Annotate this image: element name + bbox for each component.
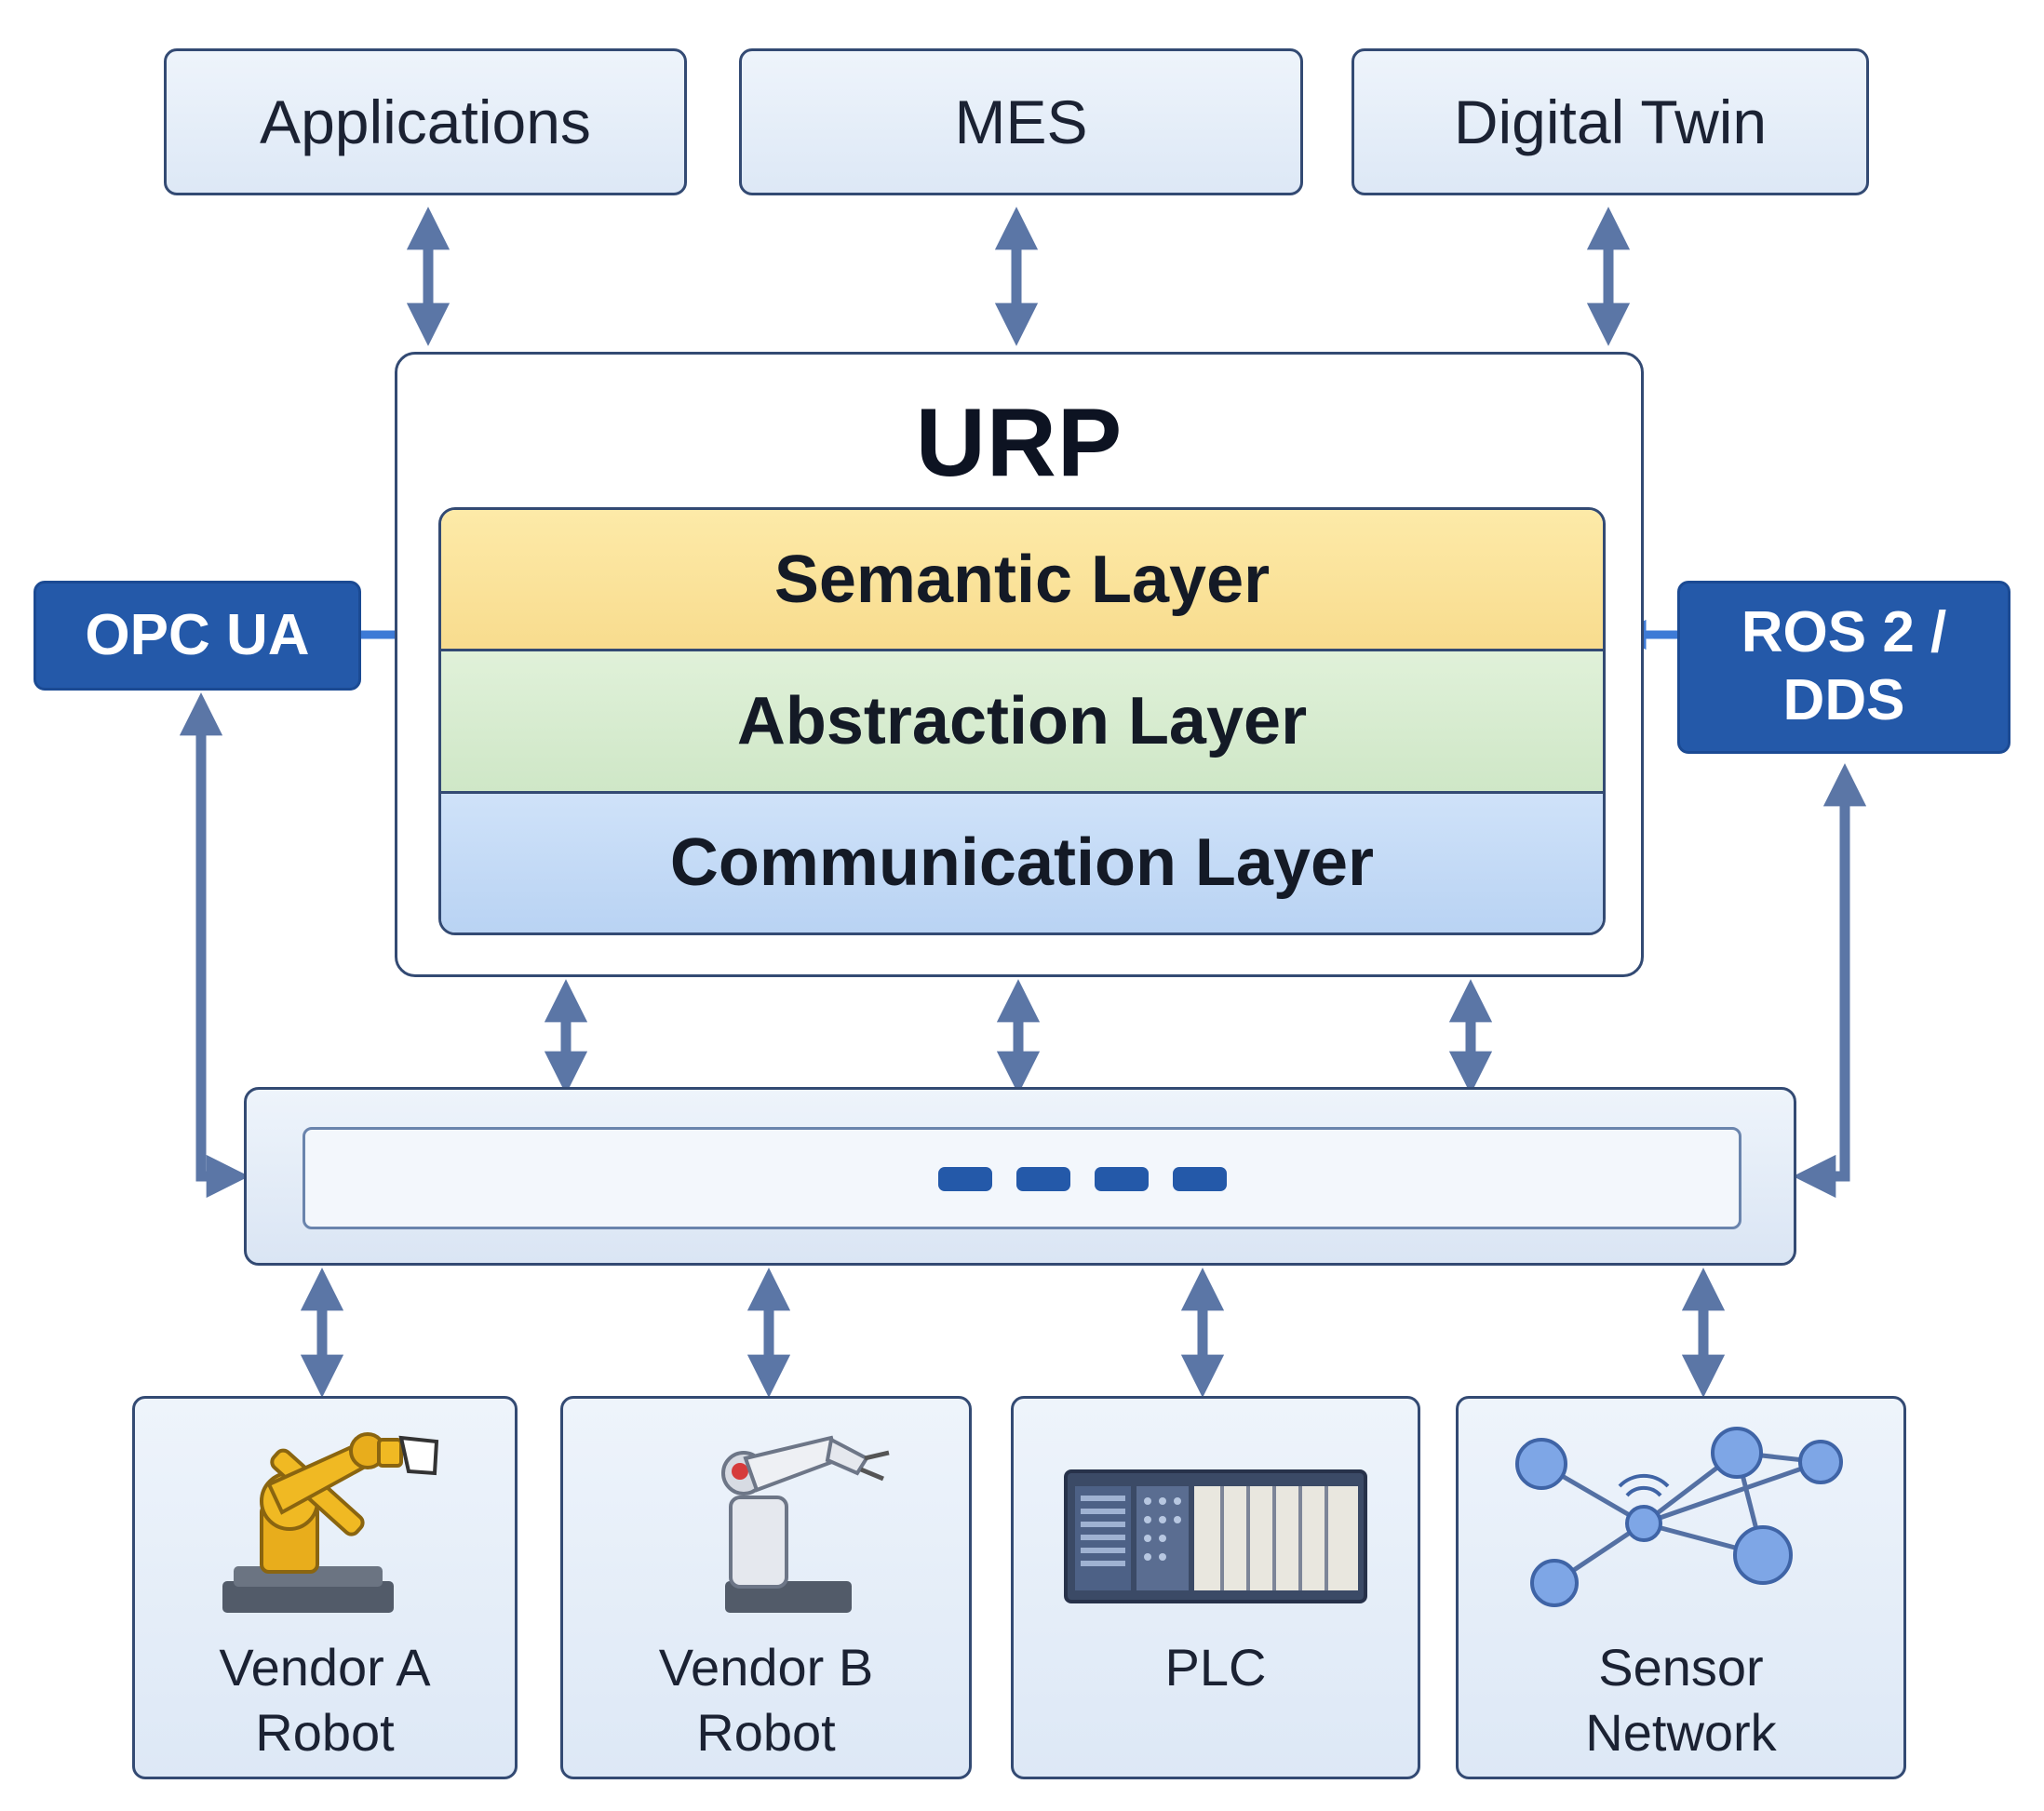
bus-channel xyxy=(303,1127,1741,1229)
integration-bus xyxy=(244,1087,1796,1266)
bus-dot xyxy=(1016,1167,1070,1191)
vendor-a-label: Vendor A Robot xyxy=(219,1635,430,1765)
sensor-line2: Network xyxy=(1585,1703,1777,1762)
device-sensor-network: Sensor Network xyxy=(1456,1396,1906,1779)
semantic-layer: Semantic Layer xyxy=(441,510,1603,650)
device-plc: PLC xyxy=(1011,1396,1420,1779)
abstraction-layer-label: Abstraction Layer xyxy=(736,683,1308,758)
arrow-ros2-bus xyxy=(1793,763,1867,1199)
urp-layer-stack: Semantic Layer Abstraction Layer Communi… xyxy=(438,507,1606,935)
applications-label: Applications xyxy=(260,87,591,156)
industrial-robot-arm-yellow-icon xyxy=(222,1432,439,1613)
plc-line1: PLC xyxy=(1164,1638,1267,1697)
vendor-b-label: Vendor B Robot xyxy=(659,1635,873,1765)
mes-node: MES xyxy=(739,48,1303,195)
industrial-robot-arm-white-icon xyxy=(721,1435,890,1613)
vendor-b-line2: Robot xyxy=(696,1703,836,1762)
sensor-network-icon xyxy=(1515,1427,1843,1607)
opc-ua-badge: OPC UA xyxy=(34,581,361,691)
sensor-network-label: Sensor Network xyxy=(1585,1635,1776,1765)
abstraction-layer: Abstraction Layer xyxy=(441,649,1603,791)
applications-node: Applications xyxy=(164,48,687,195)
dds-label: DDS xyxy=(1782,668,1905,732)
ros2-dds-badge: ROS 2 / DDS xyxy=(1677,581,2010,754)
vendor-a-line1: Vendor A xyxy=(219,1638,431,1697)
device-vendor-b-robot: Vendor B Robot xyxy=(560,1396,972,1779)
urp-title: URP xyxy=(915,389,1123,497)
communication-layer-label: Communication Layer xyxy=(669,825,1375,901)
bus-dot xyxy=(1173,1167,1227,1191)
arrow-opcua-bus xyxy=(179,692,249,1199)
bus-dot xyxy=(938,1167,992,1191)
device-vendor-a-robot: Vendor A Robot xyxy=(132,1396,518,1779)
mes-label: MES xyxy=(954,87,1088,156)
sensor-line1: Sensor xyxy=(1598,1638,1764,1697)
plc-rack-icon xyxy=(1064,1469,1367,1603)
digital-twin-node: Digital Twin xyxy=(1351,48,1869,195)
communication-layer: Communication Layer xyxy=(441,790,1603,932)
ros2-label: ROS 2 / xyxy=(1741,600,1947,665)
vendor-a-line2: Robot xyxy=(255,1703,395,1762)
bus-indicator-dots xyxy=(938,1167,1227,1191)
semantic-layer-label: Semantic Layer xyxy=(773,542,1271,617)
plc-label: PLC xyxy=(1165,1635,1267,1700)
bus-dot xyxy=(1095,1167,1149,1191)
digital-twin-label: Digital Twin xyxy=(1453,87,1768,156)
vendor-b-line1: Vendor B xyxy=(658,1638,874,1697)
opc-ua-label: OPC UA xyxy=(85,602,310,667)
urp-container: URP Semantic Layer Abstraction Layer Com… xyxy=(395,352,1644,977)
